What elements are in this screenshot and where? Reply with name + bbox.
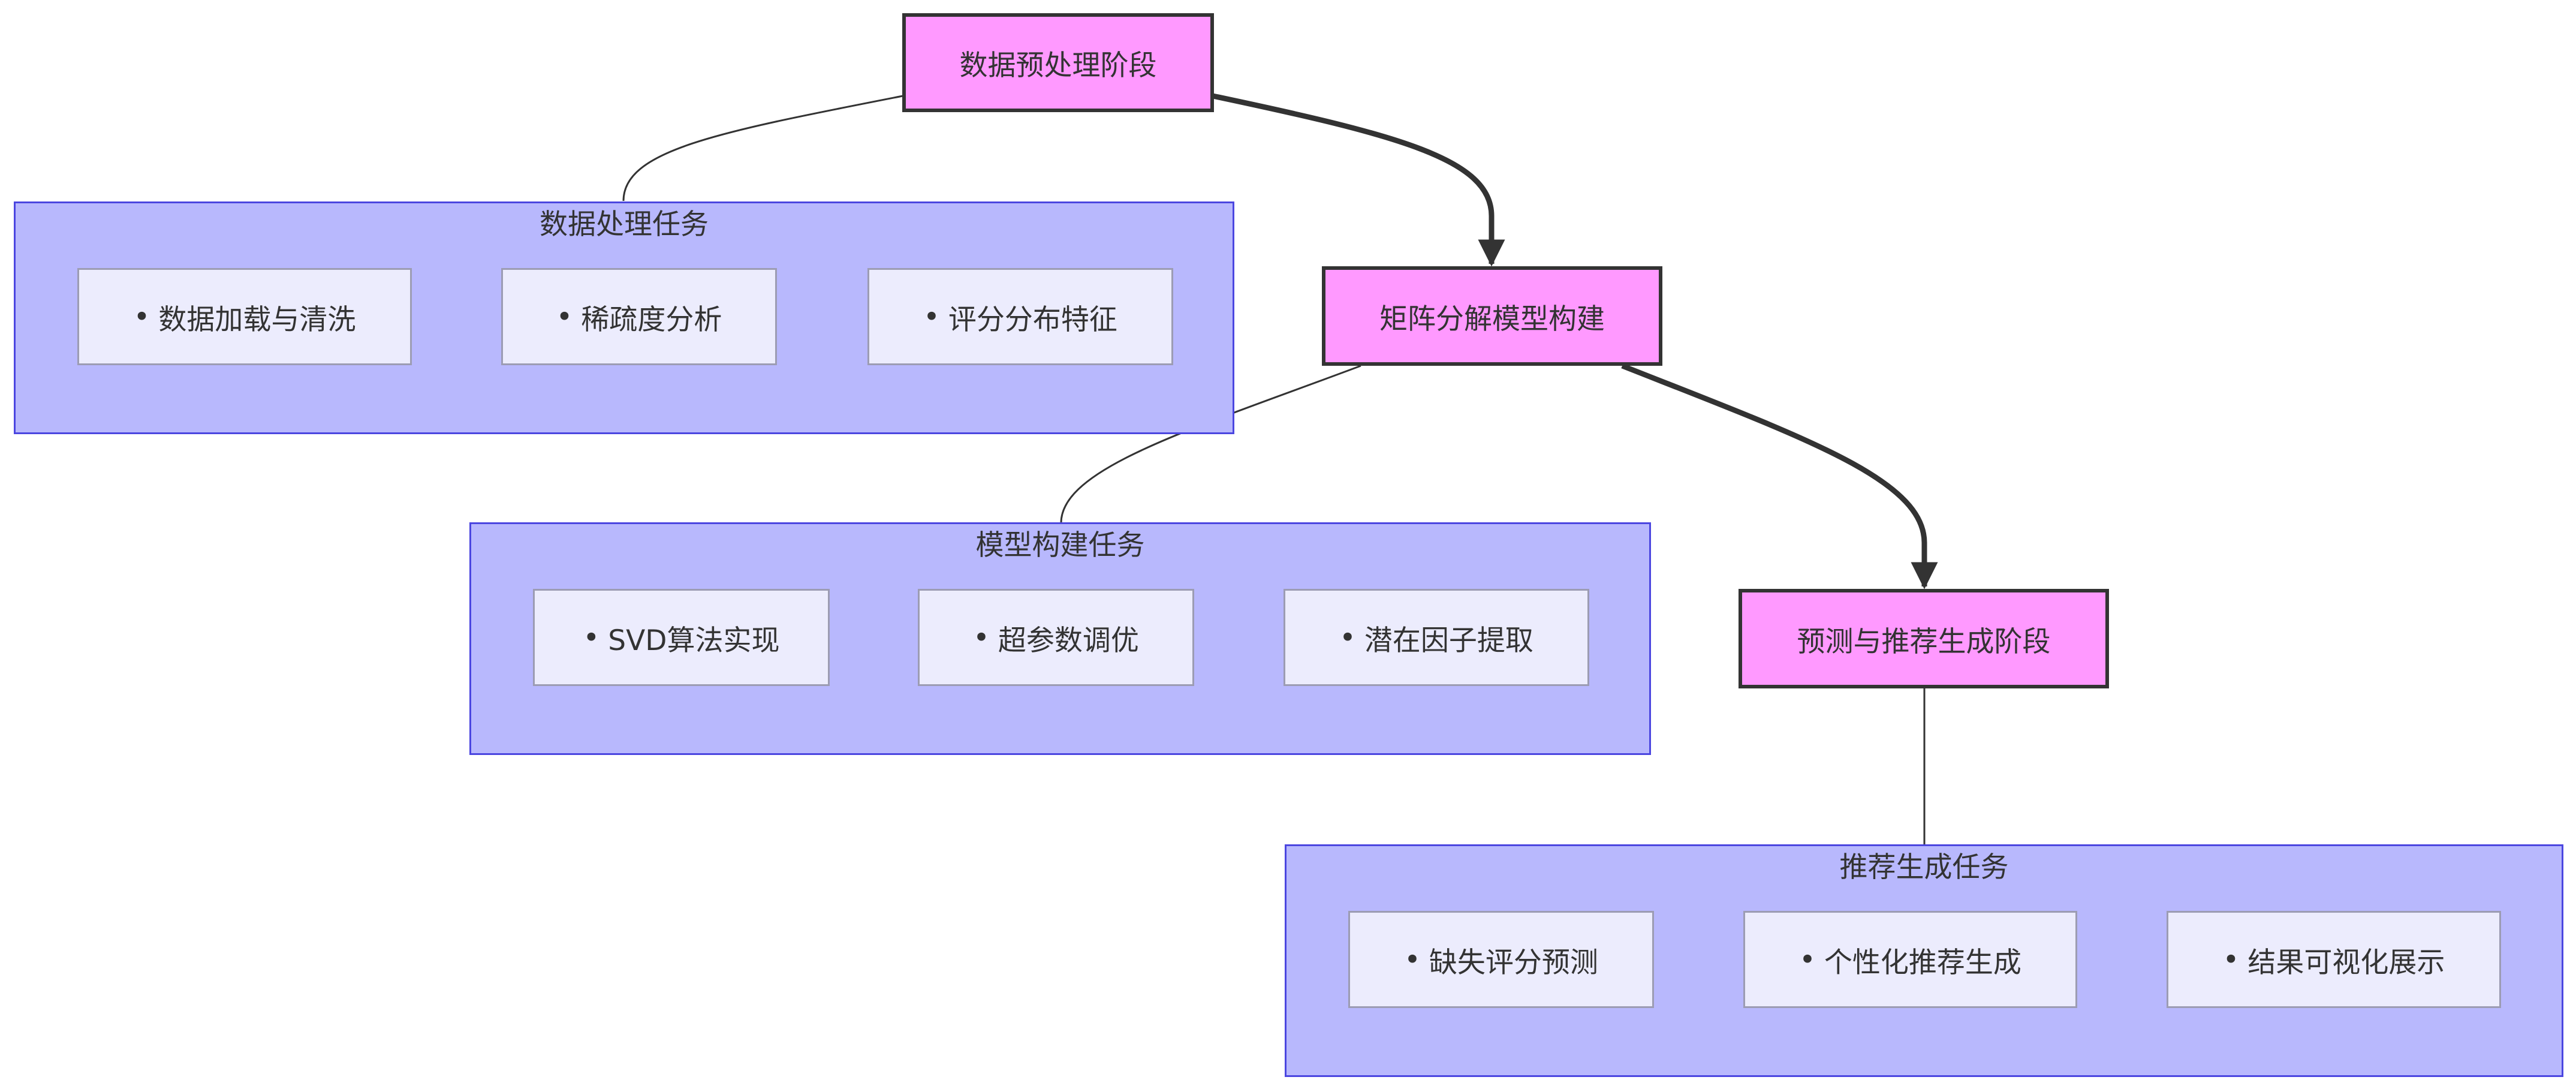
link-stage1-group1 (622, 95, 903, 201)
bullet: • (1404, 943, 1421, 976)
stage-label: 矩阵分解模型构建 (1379, 302, 1605, 336)
arrow-stage1-stage2 (1212, 93, 1505, 267)
stage-matrix-factorization: 矩阵分解模型构建 (1322, 266, 1662, 366)
group-data-processing: 数据处理任务 • 数据加载与清洗 • 稀疏度分析 • 评分分布特征 (14, 201, 1234, 434)
bullet: • (923, 300, 940, 333)
task-item: • 评分分布特征 (867, 268, 1173, 365)
stage-prediction-recommendation: 预测与推荐生成阶段 (1739, 589, 2109, 688)
bullet: • (1339, 621, 1356, 654)
task-label: 超参数调优 (998, 624, 1139, 657)
task-label: 缺失评分预测 (1429, 946, 1598, 979)
task-label: SVD算法实现 (608, 624, 780, 657)
bullet: • (1799, 943, 1816, 976)
task-item: • 个性化推荐生成 (1743, 911, 2077, 1008)
bullet: • (973, 621, 990, 654)
bullet: • (133, 300, 150, 333)
task-item: • SVD算法实现 (533, 589, 830, 686)
task-item: • 潜在因子提取 (1284, 589, 1589, 686)
stage-data-preprocessing: 数据预处理阶段 (902, 13, 1214, 112)
task-label: 数据加载与清洗 (158, 303, 356, 336)
task-item: • 超参数调优 (918, 589, 1194, 686)
arrow-stage2-stage3 (1621, 363, 1938, 589)
task-item: • 缺失评分预测 (1348, 911, 1654, 1008)
task-label: 结果可视化展示 (2247, 946, 2445, 979)
group-model-building: 模型构建任务 • SVD算法实现 • 超参数调优 • 潜在因子提取 (469, 522, 1651, 755)
group-title: 数据处理任务 (540, 208, 709, 241)
group-title: 推荐生成任务 (1839, 851, 2009, 884)
group-recommendation: 推荐生成任务 • 缺失评分预测 • 个性化推荐生成 • 结果可视化展示 (1285, 844, 2563, 1077)
task-label: 稀疏度分析 (581, 303, 722, 336)
task-label: 潜在因子提取 (1364, 624, 1533, 657)
bullet: • (2222, 943, 2240, 976)
task-label: 评分分布特征 (948, 303, 1117, 336)
task-item: • 结果可视化展示 (2167, 911, 2501, 1008)
task-label: 个性化推荐生成 (1824, 946, 2021, 979)
group-title: 模型构建任务 (975, 529, 1145, 562)
bullet: • (583, 621, 600, 654)
task-item: • 稀疏度分析 (501, 268, 777, 365)
task-item: • 数据加载与清洗 (77, 268, 412, 365)
stage-label: 预测与推荐生成阶段 (1797, 625, 2051, 658)
bullet: • (556, 300, 573, 333)
stage-label: 数据预处理阶段 (959, 49, 1157, 82)
